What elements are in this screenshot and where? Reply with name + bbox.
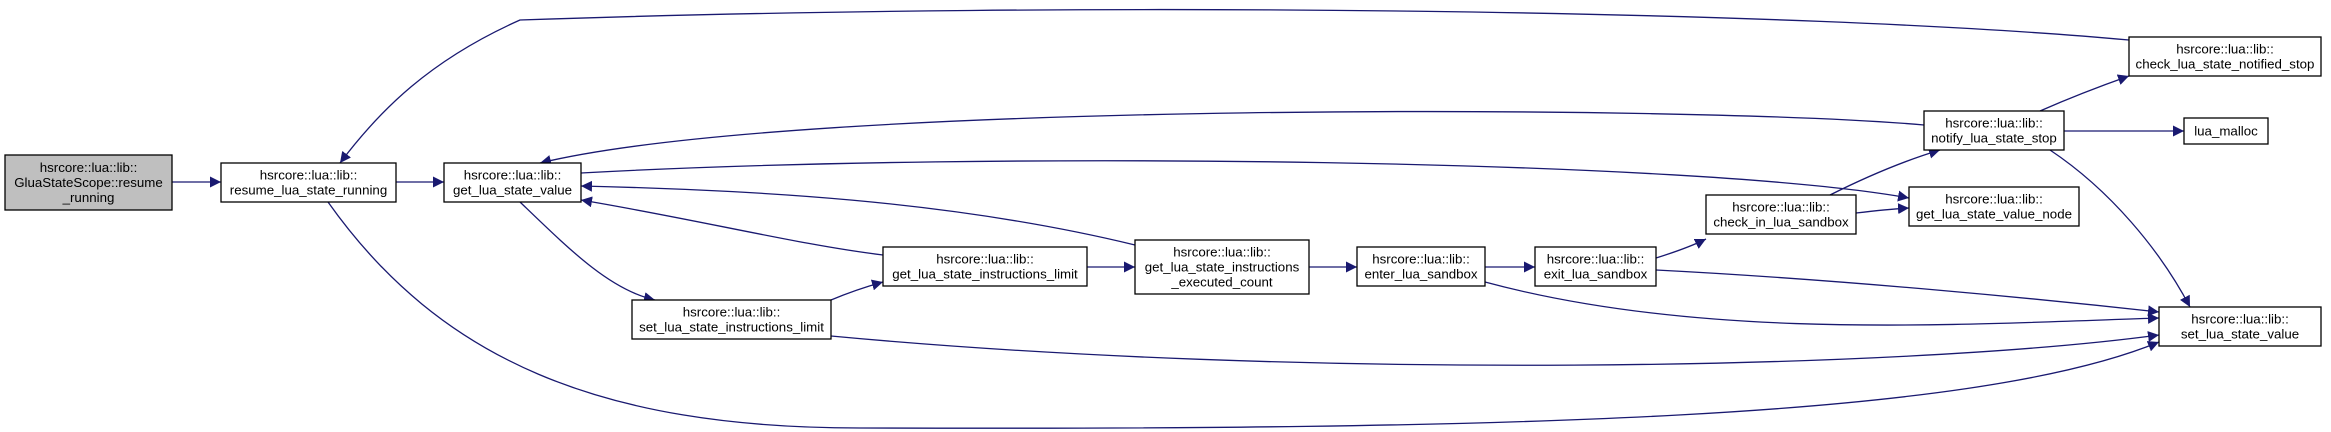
node-label-line: lua_malloc [2194,124,2258,139]
node-exit-lua-sandbox[interactable]: hsrcore::lua::lib::exit_lua_sandbox [1534,246,1657,287]
node-label-line: hsrcore::lua::lib:: [260,168,358,183]
node-box [1908,186,2080,227]
node-set-lua-state-instructions-limit[interactable]: hsrcore::lua::lib::set_lua_state_instruc… [631,299,832,340]
node-enter-lua-sandbox[interactable]: hsrcore::lua::lib::enter_lua_sandbox [1356,246,1486,287]
node-box [1705,194,1857,235]
nodes-layer: hsrcore::lua::lib::GluaStateScope::resum… [4,36,2322,347]
node-label-line: hsrcore::lua::lib:: [40,160,138,175]
node-label-line: _executed_count [1170,275,1273,290]
node-box [2158,306,2322,347]
node-lua-malloc[interactable]: lua_malloc [2183,117,2269,145]
node-label-line: get_lua_state_instructions [1145,260,1300,275]
node-label-line: hsrcore::lua::lib:: [464,168,562,183]
node-box [1923,110,2065,151]
edge-n9-to-n10 [2039,74,2130,112]
node-label-line: set_lua_state_value [2181,327,2299,342]
node-label-line: hsrcore::lua::lib:: [2191,312,2289,327]
node-box [2128,36,2322,77]
node-label-line: hsrcore::lua::lib:: [1173,245,1271,260]
node-label-line: set_lua_state_instructions_limit [639,320,824,335]
node-get-lua-state-instructions-executed-count[interactable]: hsrcore::lua::lib::get_lua_state_instruc… [1134,239,1310,295]
edge-n4-to-n2 [580,196,884,256]
node-set-lua-state-value[interactable]: hsrcore::lua::lib::set_lua_state_value [2158,306,2322,347]
node-get-lua-state-instructions-limit[interactable]: hsrcore::lua::lib::get_lua_state_instruc… [882,246,1088,287]
edge-n9-to-n2 [539,110,1925,166]
edges-layer [172,8,2191,429]
edge-n2-to-n3 [519,201,656,303]
node-label-line: enter_lua_sandbox [1364,267,1477,282]
node-resume-lua-state-running[interactable]: hsrcore::lua::lib::resume_lua_state_runn… [220,162,397,203]
node-box [882,246,1088,287]
edge-n10-to-n1 [339,8,2130,164]
node-label-line: hsrcore::lua::lib:: [683,305,781,320]
node-label-line: hsrcore::lua::lib:: [936,252,1034,267]
node-notify-lua-state-stop[interactable]: hsrcore::lua::lib::notify_lua_state_stop [1923,110,2065,151]
node-label-line: hsrcore::lua::lib:: [1372,252,1470,267]
edge-n8-to-n9 [1829,147,1941,196]
edge-n2-to-n12 [580,160,1910,202]
node-box [443,162,582,203]
edge-n3-to-n4 [830,279,884,301]
edge-n3-to-n13 [830,331,2160,366]
node-box [1534,246,1657,287]
node-box [220,162,397,203]
node-label-line: hsrcore::lua::lib:: [1547,252,1645,267]
node-box [631,299,832,340]
edge-n8-to-n12 [1855,203,1910,215]
node-label-line: _running [62,190,115,205]
edge-n6-to-n13 [1484,281,2160,326]
edge-n5-to-n2 [580,180,1136,246]
node-check-in-lua-sandbox[interactable]: hsrcore::lua::lib::check_in_lua_sandbox [1705,194,1857,235]
node-label-line: hsrcore::lua::lib:: [1945,192,2043,207]
node-get-lua-state-value[interactable]: hsrcore::lua::lib::get_lua_state_value [443,162,582,203]
node-label-line: notify_lua_state_stop [1931,131,2057,146]
node-box [1356,246,1486,287]
node-label-line: GluaStateScope::resume [14,175,163,190]
edge-n7-to-n8 [1655,238,1707,259]
edge-n7-to-n13 [1655,269,2160,317]
node-box [2183,117,2269,145]
node-label-line: get_lua_state_value_node [1916,207,2072,222]
node-box [1134,239,1310,295]
node-label-line: exit_lua_sandbox [1544,267,1648,282]
node-label-line: hsrcore::lua::lib:: [1732,200,1830,215]
node-label-line: resume_lua_state_running [230,183,387,198]
node-box [4,154,173,211]
node-label-line: get_lua_state_value [453,183,572,198]
node-label-line: hsrcore::lua::lib:: [2176,42,2274,57]
edge-n9-to-n13 [2049,149,2191,308]
node-label-line: check_in_lua_sandbox [1713,215,1849,230]
node-label-line: get_lua_state_instructions_limit [892,267,1078,282]
node-get-lua-state-value-node[interactable]: hsrcore::lua::lib::get_lua_state_value_n… [1908,186,2080,227]
edge-n1-to-n13 [327,201,2160,429]
node-check-lua-state-notified-stop[interactable]: hsrcore::lua::lib::check_lua_state_notif… [2128,36,2322,77]
node-label-line: check_lua_state_notified_stop [2136,57,2315,72]
node-label-line: hsrcore::lua::lib:: [1945,116,2043,131]
node-glua-state-scope-resume-running[interactable]: hsrcore::lua::lib::GluaStateScope::resum… [4,154,173,211]
